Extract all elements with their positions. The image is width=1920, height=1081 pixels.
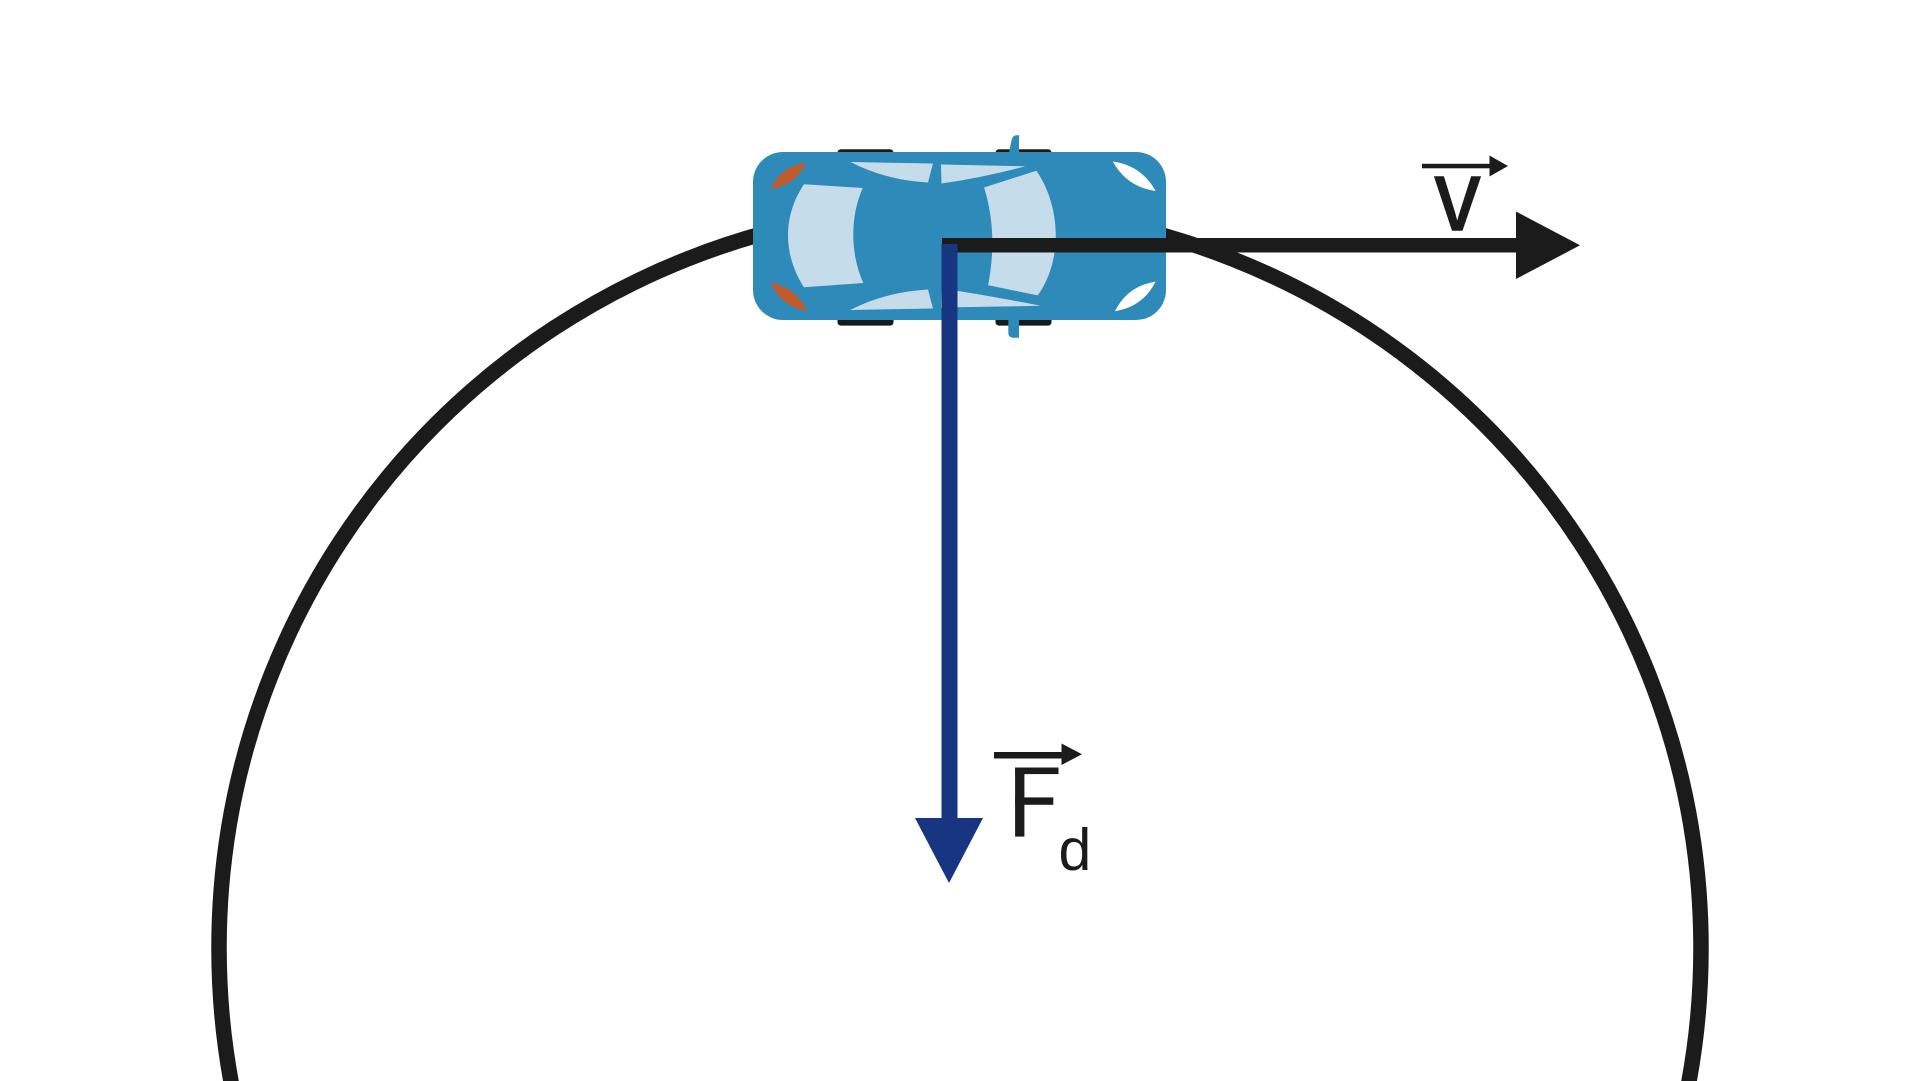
svg-text:v: v — [1435, 140, 1481, 252]
svg-text:d: d — [1059, 817, 1092, 883]
